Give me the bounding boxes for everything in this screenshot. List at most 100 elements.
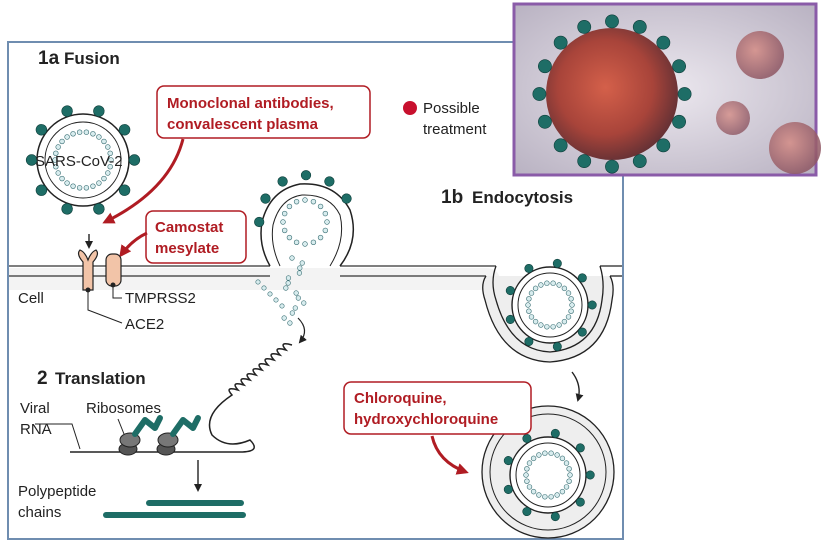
legend-line-2: treatment (423, 121, 487, 138)
endocytosis-title: Endocytosis (472, 188, 573, 207)
rna-bead (310, 239, 317, 246)
rna-bead (279, 303, 285, 309)
spike-protein (118, 184, 131, 196)
rna-bead (302, 241, 308, 247)
virus-photo-inset (512, 2, 821, 177)
spike-protein (277, 176, 288, 187)
rna-bead (289, 310, 295, 316)
legend-red-dot (403, 101, 417, 115)
spike-protein (672, 114, 686, 129)
tmprss2-leader (112, 287, 122, 299)
rna-bead (526, 484, 533, 490)
rna-bead (563, 460, 570, 466)
rna-bead (280, 219, 286, 225)
rna-bead (554, 452, 560, 458)
rna-bead (295, 295, 301, 301)
rna-bead (267, 291, 273, 297)
spike-protein (577, 154, 592, 168)
rna-bead (559, 455, 566, 462)
rna-bead (544, 324, 550, 330)
spike-protein (553, 138, 568, 153)
legend-line-1: Possible (423, 100, 480, 117)
spike-protein (254, 216, 265, 228)
virus-label: SARS-CoV-2 (35, 153, 123, 170)
rna-bead (289, 255, 295, 261)
rna-bead (70, 131, 76, 137)
fusing-virion (254, 170, 355, 267)
rna-bead (285, 275, 292, 281)
spike-protein (577, 327, 587, 337)
rna-bead (526, 308, 532, 314)
antibodies-arrow (102, 138, 185, 224)
rna-bead (261, 285, 267, 291)
rna-bead (83, 185, 90, 191)
rna-bead (324, 219, 330, 225)
translation-number: 2 (37, 368, 48, 389)
rna-bead (96, 134, 102, 140)
rna-bead (55, 144, 61, 150)
cell-membrane (9, 265, 496, 277)
rna-bead (101, 138, 107, 145)
endosome (481, 405, 615, 539)
rna-bead (108, 157, 114, 163)
rna-bead (281, 227, 288, 234)
fusion-title: Fusion (64, 49, 120, 68)
spike-protein (532, 87, 547, 101)
rna-bead (255, 279, 261, 285)
rna-bead (530, 488, 537, 495)
treatment-chloroquine: Chloroquine, hydroxychloroquine (343, 381, 532, 435)
rna-bead (297, 265, 303, 271)
rna-bead (55, 170, 61, 176)
rna-bead (83, 129, 90, 135)
spike-protein (503, 484, 513, 494)
rna-bead (550, 324, 556, 330)
rna-bead (556, 282, 562, 288)
rna-bead (525, 302, 531, 308)
rna-bead (536, 492, 542, 498)
spike-protein (552, 259, 562, 268)
endocytosed-virion (505, 259, 597, 351)
rna-bead (76, 129, 83, 135)
rna-bead (281, 315, 287, 321)
spike-protein (677, 87, 692, 101)
spike-protein (587, 300, 597, 310)
rna-bead (561, 318, 568, 325)
rna-bead (286, 203, 293, 210)
rna-bead (556, 322, 562, 328)
spike-protein (25, 154, 38, 166)
rna-bead (536, 452, 542, 458)
rna-bead (568, 296, 574, 302)
rna-bead (526, 460, 533, 466)
spike-protein (503, 456, 513, 466)
rna-bead (59, 175, 65, 182)
camostat-line-1: Camostat (155, 219, 223, 236)
rna-bead (317, 234, 324, 241)
rna-bead (566, 478, 572, 484)
rna-bead (554, 492, 560, 498)
rna-bead (548, 494, 554, 500)
viral-rna-label-2: RNA (20, 421, 52, 438)
spike-protein (522, 433, 532, 443)
released-viral-rna (255, 255, 307, 326)
rna-bead (64, 180, 70, 186)
rna-bead (70, 183, 76, 189)
rna-bead (524, 466, 530, 472)
rna-bead (565, 290, 572, 296)
camostat-line-2: mesylate (155, 240, 219, 257)
spike-protein (550, 429, 560, 438)
spike-protein (324, 176, 335, 187)
rna-bead (283, 285, 289, 291)
rna-bead (107, 164, 113, 170)
rna-bead (561, 285, 568, 292)
rna-bead (532, 318, 539, 325)
rna-bead (285, 280, 291, 286)
spike-protein (605, 14, 619, 29)
polypeptide-label-2: chains (18, 504, 61, 521)
rna-bead (59, 138, 65, 145)
rna-bead (301, 300, 307, 306)
rna-bead (550, 280, 556, 286)
spike-protein (577, 273, 587, 283)
rna-bead (565, 314, 572, 320)
spike-protein (632, 154, 647, 168)
